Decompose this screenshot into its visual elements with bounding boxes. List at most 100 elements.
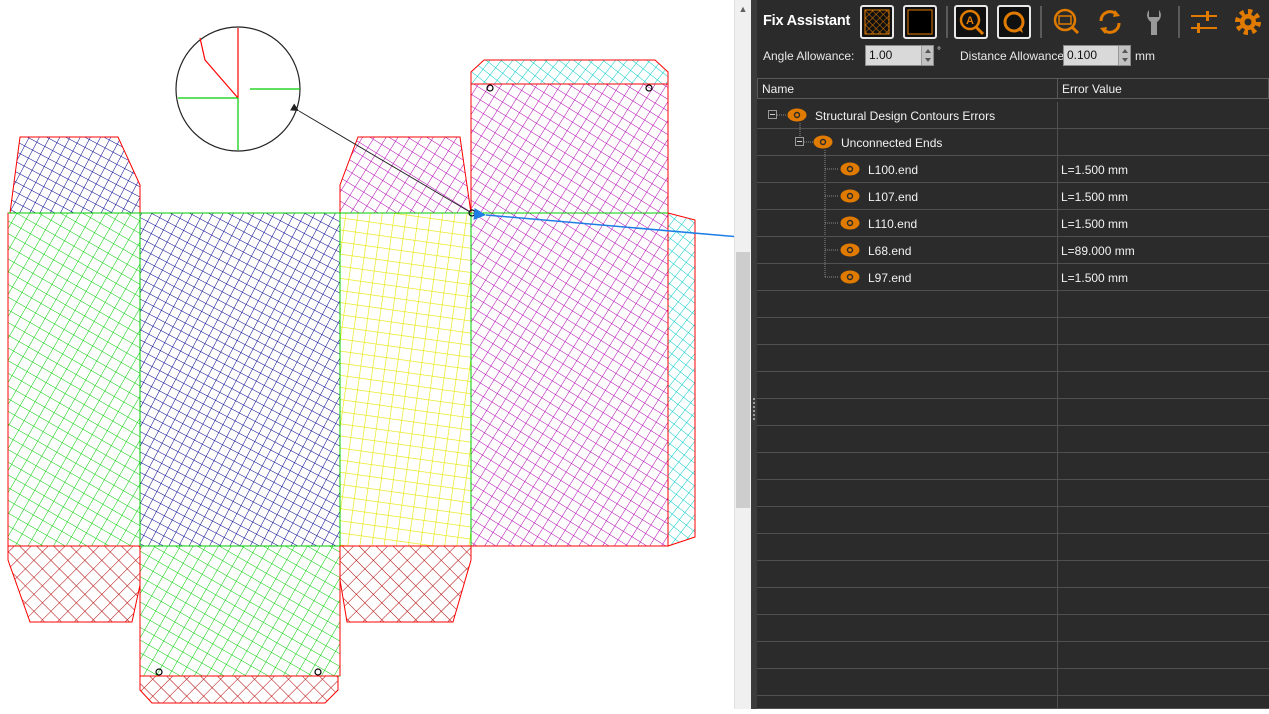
tree-row-structural-errors[interactable]: Structural Design Contours Errors xyxy=(757,102,1269,129)
auto-zoom-button[interactable]: A xyxy=(954,5,988,39)
tree-row-label: Unconnected Ends xyxy=(841,136,943,150)
rotate-button[interactable] xyxy=(1093,5,1127,39)
eye-icon[interactable] xyxy=(787,108,807,122)
error-marker xyxy=(155,668,163,676)
empty-grid-row xyxy=(757,480,1269,507)
eye-icon[interactable] xyxy=(813,135,833,149)
spin-up-icon xyxy=(1122,49,1128,53)
tree-row-l107[interactable]: L107.end L=1.500 mm xyxy=(757,183,1269,210)
crosshatch-fill-icon xyxy=(864,9,890,35)
empty-grid-row xyxy=(757,588,1269,615)
collapse-icon[interactable] xyxy=(768,110,777,119)
tree-row-label: L107.end xyxy=(868,190,919,204)
column-header-error-value[interactable]: Error Value xyxy=(1057,78,1269,99)
zoom-button[interactable] xyxy=(1049,5,1083,39)
empty-grid-row xyxy=(757,426,1269,453)
distance-allowance-label: Distance Allowance: xyxy=(960,49,1068,63)
distance-allowance-value[interactable]: 0.100 xyxy=(1067,48,1098,62)
error-marker xyxy=(486,84,494,92)
angle-allowance-stepper[interactable]: 1.00 xyxy=(865,45,934,66)
angle-allowance-label: Angle Allowance: xyxy=(763,49,855,63)
panel-title: Fix Assistant xyxy=(763,13,851,29)
tree-row-label: Structural Design Contours Errors xyxy=(815,109,996,123)
empty-grid-row xyxy=(757,669,1269,696)
empty-grid-row xyxy=(757,642,1269,669)
wrench-icon xyxy=(1147,10,1161,35)
tree-row-label: L110.end xyxy=(868,217,918,231)
tree-row-value: L=1.500 mm xyxy=(1061,217,1129,231)
empty-grid-row xyxy=(757,561,1269,588)
tree-row-l110[interactable]: L110.end L=1.500 mm xyxy=(757,210,1269,237)
empty-grid-row xyxy=(757,507,1269,534)
zoom-icon xyxy=(1053,8,1080,35)
toolbar-separator xyxy=(1178,6,1180,38)
tree-row-value: L=1.500 mm xyxy=(1061,163,1129,177)
eye-icon[interactable] xyxy=(840,243,860,257)
spin-down-icon xyxy=(1122,58,1128,62)
collapse-icon[interactable] xyxy=(795,137,804,146)
gear-icon xyxy=(1235,9,1261,35)
error-marker xyxy=(314,668,322,676)
rotate-icon xyxy=(1099,10,1121,34)
eye-icon[interactable] xyxy=(840,189,860,203)
angle-unit: ° xyxy=(937,46,941,57)
empty-grid-row xyxy=(757,345,1269,372)
eye-icon[interactable] xyxy=(840,270,860,284)
tree-row-l68[interactable]: L68.end L=89.000 mm xyxy=(757,237,1269,264)
tree-row-value: L=1.500 mm xyxy=(1061,190,1129,204)
refresh-button[interactable] xyxy=(997,5,1031,39)
empty-grid-row xyxy=(757,615,1269,642)
settings-sliders-icon xyxy=(1191,11,1217,33)
tree-row-value: L=89.000 mm xyxy=(1061,244,1135,258)
settings-sliders-button[interactable] xyxy=(1187,5,1221,39)
empty-grid-row xyxy=(757,453,1269,480)
black-fill-button[interactable] xyxy=(903,5,937,39)
spin-up-icon xyxy=(925,49,931,53)
empty-grid-row xyxy=(757,399,1269,426)
dieline-drawing xyxy=(7,26,821,704)
magnifier-callout xyxy=(175,26,301,152)
tree-row-l100[interactable]: L100.end L=1.500 mm xyxy=(757,156,1269,183)
panel-splitter[interactable] xyxy=(751,0,757,709)
distance-allowance-stepper[interactable]: 0.100 xyxy=(1063,45,1131,66)
empty-grid-row xyxy=(757,372,1269,399)
tree-row-l97[interactable]: L97.end L=1.500 mm xyxy=(757,264,1269,291)
crosshatch-fill-button[interactable] xyxy=(860,5,894,39)
empty-grid-row xyxy=(757,291,1269,318)
empty-grid-row xyxy=(757,696,1269,709)
toolbar-separator xyxy=(1040,6,1042,38)
settings-gear-button[interactable] xyxy=(1231,5,1265,39)
error-marker xyxy=(645,84,653,92)
distance-unit: mm xyxy=(1135,49,1155,63)
tree-row-unconnected-ends[interactable]: Unconnected Ends xyxy=(757,129,1269,156)
canvas-scrollbar[interactable]: ▲ xyxy=(734,0,751,709)
tree-row-label: L97.end xyxy=(868,271,912,285)
fix-assistant-panel: Fix Assistant A xyxy=(757,0,1269,709)
errors-grid: Name Error Value Structural Design Conto… xyxy=(757,78,1269,709)
tree-row-label: L68.end xyxy=(868,244,912,258)
empty-grid-row xyxy=(757,534,1269,561)
dieline-canvas[interactable] xyxy=(0,0,821,709)
angle-spin-arrows[interactable] xyxy=(921,46,933,65)
refresh-icon xyxy=(1003,11,1025,33)
svg-text:A: A xyxy=(966,15,974,27)
splitter-grip-icon xyxy=(753,398,755,420)
fix-assistant-toolbar: Fix Assistant A xyxy=(757,0,1269,44)
toolbar-separator xyxy=(946,6,948,38)
callout-arrow xyxy=(290,103,471,213)
tree-row-value: L=1.500 mm xyxy=(1061,271,1129,285)
scroll-up-icon[interactable]: ▲ xyxy=(738,3,748,14)
spin-down-icon xyxy=(925,58,931,62)
eye-icon[interactable] xyxy=(840,162,860,176)
column-header-name[interactable]: Name xyxy=(757,78,1057,99)
tree-row-label: L100.end xyxy=(868,163,919,177)
scrollbar-thumb[interactable] xyxy=(736,252,750,508)
auto-zoom-icon: A xyxy=(959,9,985,36)
angle-allowance-value[interactable]: 1.00 xyxy=(869,48,893,62)
eye-icon[interactable] xyxy=(840,216,860,230)
tree-connectors xyxy=(777,114,839,278)
empty-grid-row xyxy=(757,318,1269,345)
wrench-button[interactable] xyxy=(1137,5,1171,39)
black-fill-icon xyxy=(907,9,933,35)
distance-spin-arrows[interactable] xyxy=(1118,46,1130,65)
